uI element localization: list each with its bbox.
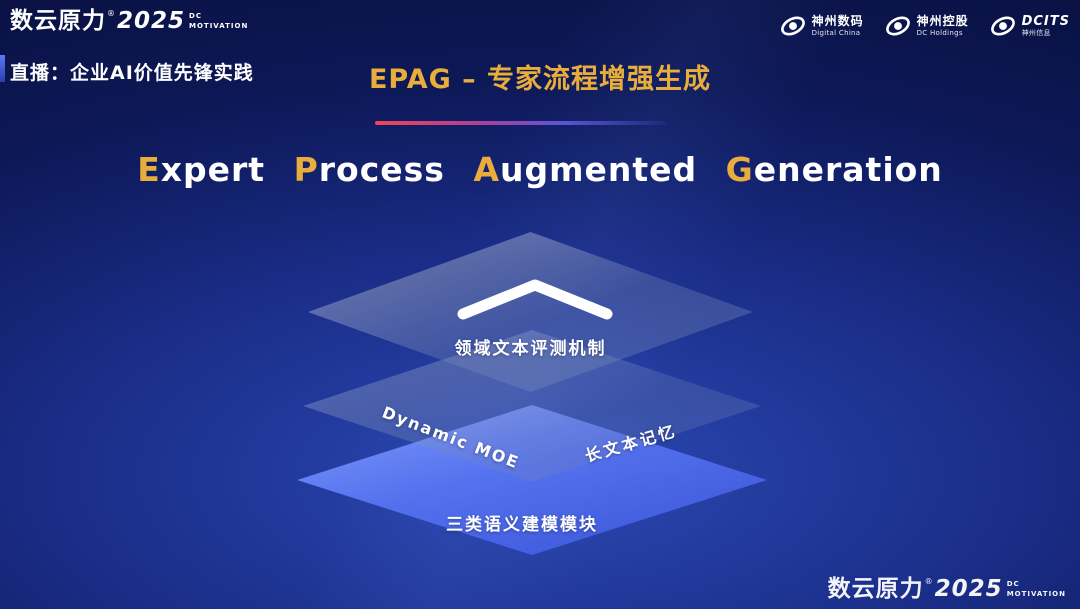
partner-text: 神州数码 Digital China [811,14,864,37]
layer-top-label: 领域文本评测机制 [454,339,607,359]
brand-year: 2025 [117,8,186,34]
dcits-swoosh-icon [989,12,1017,40]
layer-bottom-label: 三类语义建模模块 [446,515,598,535]
partner-text: 神州控股 DC Holdings [916,14,969,37]
brand-logo-bottom-right: 数云原力®2025 DC MOTIVATION [828,578,1066,601]
word-initial: E [137,150,161,189]
partner-en-label: Digital China [811,28,861,37]
live-stream-label: 直播：企业AI价值先锋实践 [10,62,254,84]
subtitle-word: Process [294,150,445,189]
digital-china-swoosh-icon [779,12,807,40]
partner-cn-label: 神州控股 [916,14,969,29]
word-initial: G [725,150,754,189]
subtitle-english: Expert Process Augmented Generation [0,150,1080,189]
registered-mark: ® [924,577,933,586]
partner-cn-label: DCITS [1021,13,1070,29]
word-rest: xpert [160,150,266,189]
subtitle-word: Expert [137,150,265,189]
partner-dcits: DCITS 神州信息 [989,12,1070,40]
brand-dc-label: DC [1006,580,1020,588]
registered-mark: ® [107,9,115,18]
subtitle-word: Generation [726,150,943,189]
partner-dc-holdings: 神州控股 DC Holdings [884,12,969,40]
word-rest: ugmented [500,150,698,189]
subtitle-word: Augmented [473,150,697,189]
partner-text: DCITS 神州信息 [1021,13,1070,38]
word-rest: eneration [753,150,943,189]
brand-motivation-label: MOTIVATION [189,21,249,30]
partner-logos: 神州数码 Digital China 神州控股 DC Holdings DCIT… [779,12,1070,40]
partner-en-label: DC Holdings [916,28,963,37]
chevron-up-icon [457,279,613,320]
word-initial: P [293,150,319,189]
partner-cn-label: 神州数码 [811,14,864,29]
partner-digital-china: 神州数码 Digital China [779,12,864,40]
brand-name: 数云原力 [827,576,924,602]
brand-dc-label: DC [189,12,202,20]
brand-name: 数云原力 [10,8,106,34]
brand-motivation-label: MOTIVATION [1006,589,1066,598]
word-rest: rocess [318,150,445,189]
page-title: EPAG – 专家流程增强生成 [368,64,712,95]
brand-subtext: DC MOTIVATION [189,12,248,32]
brand-logo-top-left: 数云原力®2025 DC MOTIVATION [10,10,248,33]
word-initial: A [473,150,500,189]
brand-subtext: DC MOTIVATION [1007,580,1066,600]
brand-year: 2025 [934,576,1003,602]
partner-en-label: 神州信息 [1021,29,1051,38]
dc-holdings-swoosh-icon [884,12,912,40]
gradient-divider [375,121,667,125]
left-accent-bar [0,55,5,82]
